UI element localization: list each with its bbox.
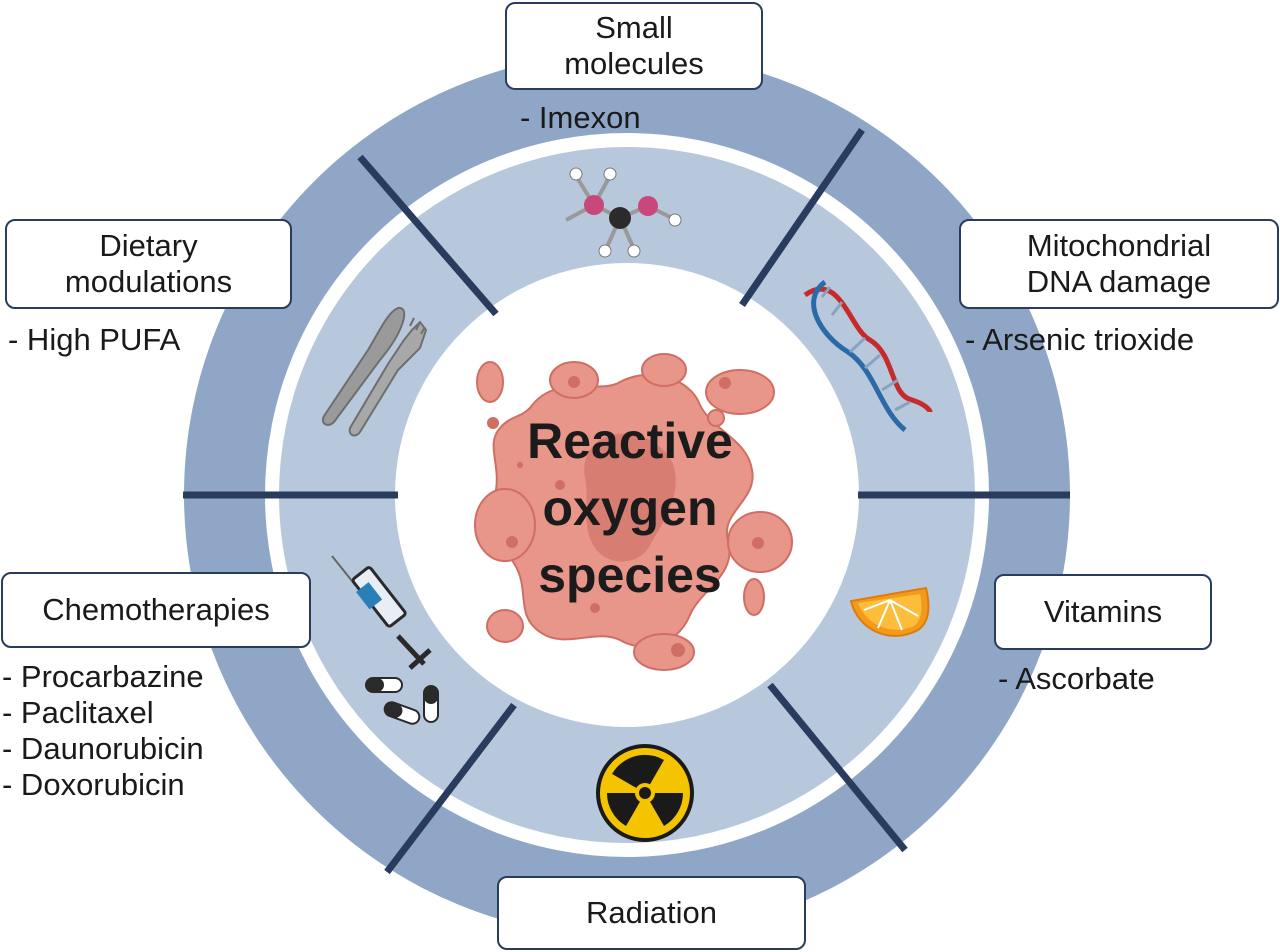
center-title-line-3: species (538, 547, 722, 603)
dietary-modulations-items: - High PUFA (8, 322, 180, 358)
small-molecules-label-line-2: molecules (564, 46, 704, 81)
chemotherapies-item: - Paclitaxel (2, 695, 154, 730)
mitochondrial-dna-damage-items: - Arsenic trioxide (965, 322, 1194, 358)
dna-helix-icon (803, 279, 933, 432)
dietary-modulations-box: Dietary modulations (5, 219, 292, 309)
knife-fork-icon (322, 306, 428, 437)
divider-upper-left (357, 154, 499, 317)
molecule-icon (565, 167, 682, 258)
dietary-item: - High PUFA (8, 322, 181, 357)
mitochondrial-label-line-2: DNA damage (1026, 264, 1212, 299)
small-molecules-label-line-1: Small (595, 10, 673, 45)
mitochondrial-item: - Arsenic trioxide (965, 322, 1195, 357)
dietary-label-line-1: Dietary (99, 228, 198, 263)
center-title-line-1: Reactive (527, 413, 733, 469)
divider-lower-left (384, 702, 517, 875)
center-title: Reactive oxygen species (440, 408, 820, 609)
small-molecules-items: - Imexon (520, 100, 641, 136)
vitamins-label: Vitamins (1043, 594, 1163, 629)
radiation-box: Radiation (497, 876, 806, 950)
chemotherapies-box: Chemotherapies (1, 572, 311, 648)
vitamins-box: Vitamins (994, 574, 1212, 650)
vitamins-items: - Ascorbate (998, 661, 1155, 697)
small-molecules-box: Small molecules (505, 2, 763, 90)
vitamins-item: - Ascorbate (998, 661, 1155, 696)
ros-blob-icon (474, 353, 793, 671)
center-title-line-2: oxygen (542, 480, 718, 536)
chemotherapies-item: - Procarbazine (2, 659, 204, 694)
chemotherapies-item: - Daunorubicin (2, 731, 204, 766)
chemotherapies-label: Chemotherapies (42, 592, 270, 627)
dietary-label-line-2: modulations (64, 264, 233, 299)
syringe-pills-icon (331, 555, 439, 725)
radiation-label: Radiation (586, 895, 717, 930)
orange-slice-icon (849, 586, 930, 637)
sector-dividers (183, 128, 1070, 875)
mitochondrial-dna-damage-box: Mitochondrial DNA damage (959, 219, 1279, 309)
chemotherapies-item: - Doxorubicin (2, 767, 185, 802)
divider-lower-right (767, 682, 908, 853)
mitochondrial-label-line-1: Mitochondrial (1026, 228, 1212, 263)
small-molecules-item: - Imexon (520, 100, 641, 135)
radiation-symbol-icon (596, 744, 694, 842)
divider-upper-right (739, 128, 865, 307)
chemotherapies-items: - Procarbazine - Paclitaxel - Daunorubic… (2, 659, 204, 803)
